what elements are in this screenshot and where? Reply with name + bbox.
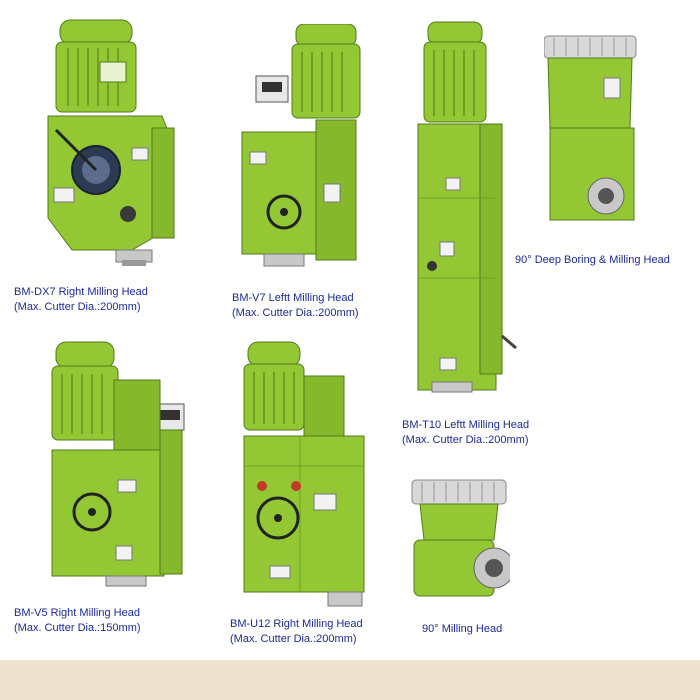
- caption-t10: BM-T10 Leftt Milling Head (Max. Cutter D…: [402, 418, 529, 448]
- caption-dx7-spec: (Max. Cutter Dia.:200mm): [14, 301, 141, 313]
- caption-deep90-name: 90° Deep Boring & Milling Head: [515, 254, 670, 266]
- caption-dx7-name: BM-DX7 Right Milling Head: [14, 286, 148, 298]
- caption-t10-spec: (Max. Cutter Dia.:200mm): [402, 434, 529, 446]
- caption-m90: 90° Milling Head: [422, 622, 502, 637]
- caption-m90-name: 90° Milling Head: [422, 623, 503, 635]
- product-image-v5: [48, 340, 198, 590]
- caption-dx7: BM-DX7 Right Milling Head (Max. Cutter D…: [14, 285, 148, 315]
- caption-u12-name: BM-U12 Right Milling Head: [230, 618, 363, 630]
- product-image-deep90: [544, 34, 640, 224]
- caption-v5-spec: (Max. Cutter Dia.:150mm): [14, 622, 141, 634]
- caption-v7: BM-V7 Leftt Milling Head (Max. Cutter Di…: [232, 291, 359, 321]
- product-image-dx7: [42, 18, 182, 268]
- caption-deep90: 90° Deep Boring & Milling Head: [515, 253, 670, 268]
- caption-v5: BM-V5 Right Milling Head (Max. Cutter Di…: [14, 606, 141, 636]
- caption-v7-name: BM-V7 Leftt Milling Head: [232, 292, 354, 304]
- caption-v5-name: BM-V5 Right Milling Head: [14, 607, 140, 619]
- caption-u12-spec: (Max. Cutter Dia.:200mm): [230, 633, 357, 645]
- caption-v7-spec: (Max. Cutter Dia.:200mm): [232, 307, 359, 319]
- footer-band: [0, 660, 700, 700]
- product-image-m90: [410, 478, 510, 608]
- product-image-t10: [410, 20, 520, 400]
- product-image-v7: [236, 24, 366, 274]
- product-image-u12: [240, 340, 380, 610]
- caption-t10-name: BM-T10 Leftt Milling Head: [402, 419, 530, 431]
- caption-u12: BM-U12 Right Milling Head (Max. Cutter D…: [230, 617, 363, 647]
